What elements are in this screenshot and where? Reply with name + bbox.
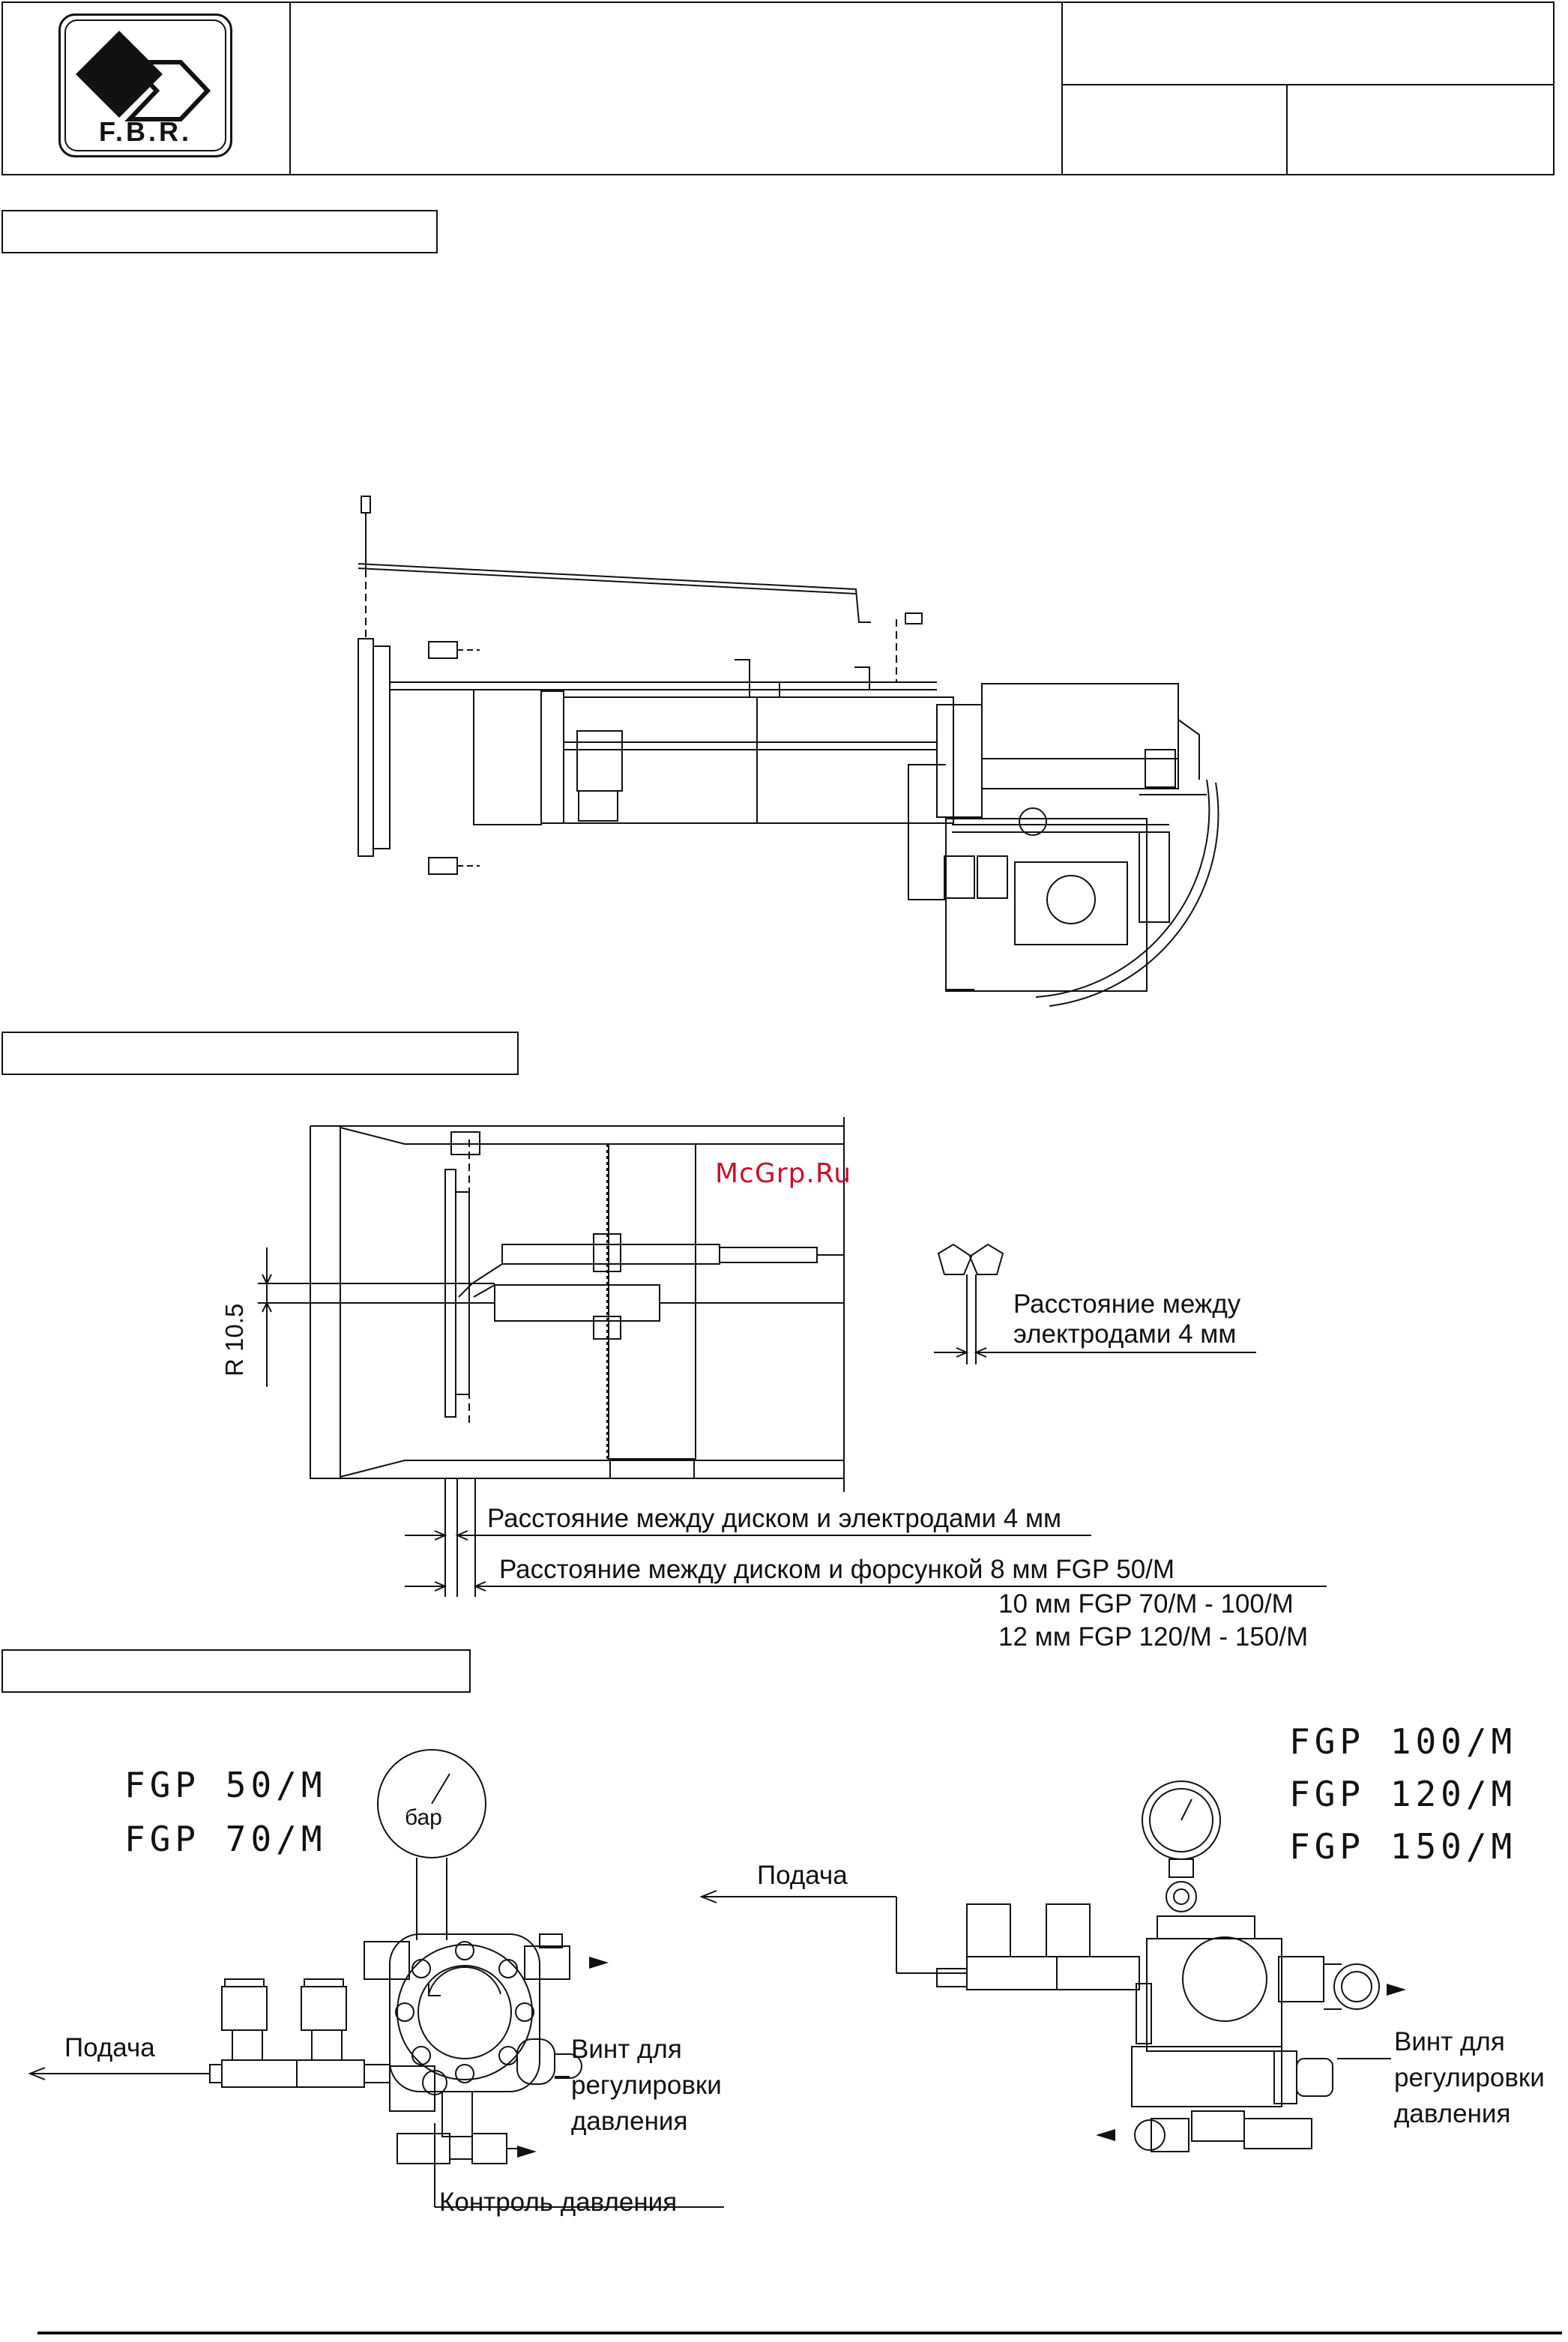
radius-label: R 10.5	[220, 1303, 248, 1376]
disc-nozzle-gap-line3: 12 мм FGP 120/M - 150/M	[998, 1622, 1309, 1652]
disc-electrode-gap-label: Расстояние между диском и электродами 4 …	[487, 1504, 1062, 1533]
model-label-left-1: FGP 50/M	[124, 1765, 327, 1805]
pressure-screw-left-line1: Винт для	[571, 2035, 682, 2064]
section-1-title-box	[1, 210, 438, 253]
fbr-logo-mark-icon	[61, 16, 230, 155]
supply-label-right: Подача	[757, 1861, 848, 1890]
logo-text: F.B.R.	[98, 116, 192, 147]
footer-rule	[37, 2332, 1562, 2335]
disc-nozzle-gap-line2: 10 мм FGP 70/M - 100/M	[998, 1589, 1294, 1619]
pressure-screw-right-line3: давления	[1394, 2099, 1511, 2128]
supply-label-left: Подача	[64, 2033, 155, 2062]
header-divider-logo	[289, 1, 291, 175]
pressure-gauge-icon	[378, 1750, 486, 1858]
model-label-left-2: FGP 70/M	[124, 1819, 327, 1859]
disc-nozzle-gap-line1: Расстояние между диском и форсункой 8 мм…	[499, 1555, 1175, 1584]
gauge-unit-label: бар	[405, 1805, 442, 1830]
header-frame	[1, 1, 1555, 175]
pressure-screw-left-line2: регулировки	[571, 2071, 722, 2100]
header-divider-right	[1061, 1, 1063, 175]
header-divider-horizontal	[1061, 84, 1555, 85]
header-divider-small	[1286, 84, 1288, 175]
model-label-right-3: FGP 150/M	[1289, 1826, 1517, 1867]
pressure-screw-right-line2: регулировки	[1394, 2063, 1545, 2092]
pressure-screw-right-line1: Винт для	[1394, 2027, 1505, 2056]
model-label-right-2: FGP 120/M	[1289, 1774, 1517, 1814]
section-3-title-box	[1, 1649, 471, 1693]
fbr-logo: F.B.R.	[58, 13, 232, 157]
pressure-screw-left-line3: давления	[571, 2107, 688, 2136]
watermark: McGrp.Ru	[715, 1158, 852, 1189]
model-label-right-1: FGP 100/M	[1289, 1721, 1517, 1762]
electrode-gap-label-line2: электродами 4 мм	[1013, 1319, 1237, 1349]
electrode-gap-label-line1: Расстояние между	[1013, 1289, 1241, 1319]
section-2-title-box	[1, 1032, 519, 1075]
pressure-control-label: Контроль давления	[439, 2188, 678, 2217]
